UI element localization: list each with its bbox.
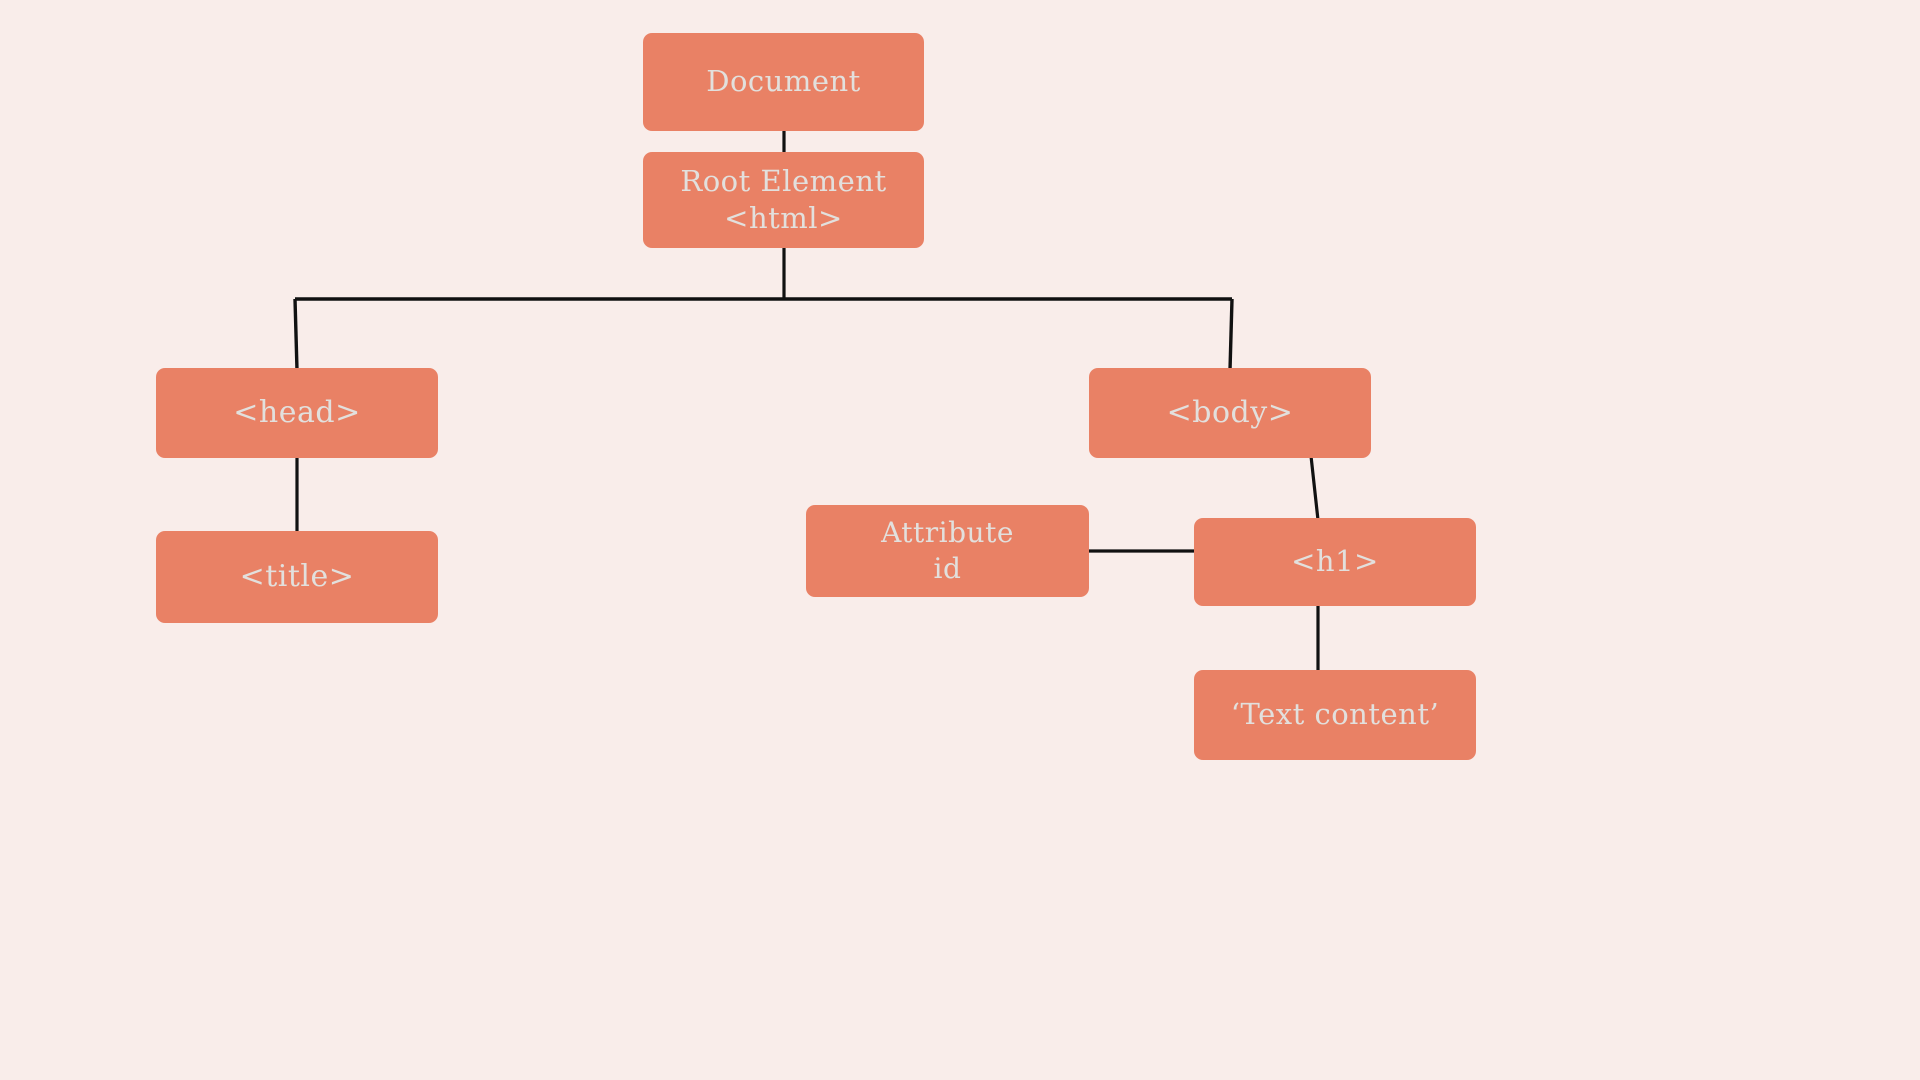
node-text-content[interactable]: ‘Text content’ bbox=[1194, 670, 1476, 760]
edge-branch-to-body bbox=[1228, 298, 1234, 371]
node-document[interactable]: Document bbox=[643, 33, 924, 131]
node-body-label: <body> bbox=[1166, 394, 1294, 430]
node-head-label: <head> bbox=[233, 394, 361, 430]
node-attribute[interactable]: Attribute id bbox=[806, 505, 1089, 597]
edge-branch-to-head bbox=[293, 298, 299, 371]
node-text-content-label: ‘Text content’ bbox=[1230, 697, 1440, 732]
node-head[interactable]: <head> bbox=[156, 368, 438, 458]
edge-body-to-h1 bbox=[1309, 455, 1320, 521]
node-root-element[interactable]: Root Element <html> bbox=[643, 152, 924, 248]
node-document-label: Document bbox=[706, 64, 861, 99]
node-h1[interactable]: <h1> bbox=[1194, 518, 1476, 606]
node-h1-label: <h1> bbox=[1291, 544, 1379, 579]
node-title-label: <title> bbox=[239, 558, 355, 594]
node-attribute-label: Attribute id bbox=[881, 516, 1014, 585]
node-title[interactable]: <title> bbox=[156, 531, 438, 623]
node-root-element-label: Root Element <html> bbox=[680, 163, 887, 235]
node-body[interactable]: <body> bbox=[1089, 368, 1371, 458]
